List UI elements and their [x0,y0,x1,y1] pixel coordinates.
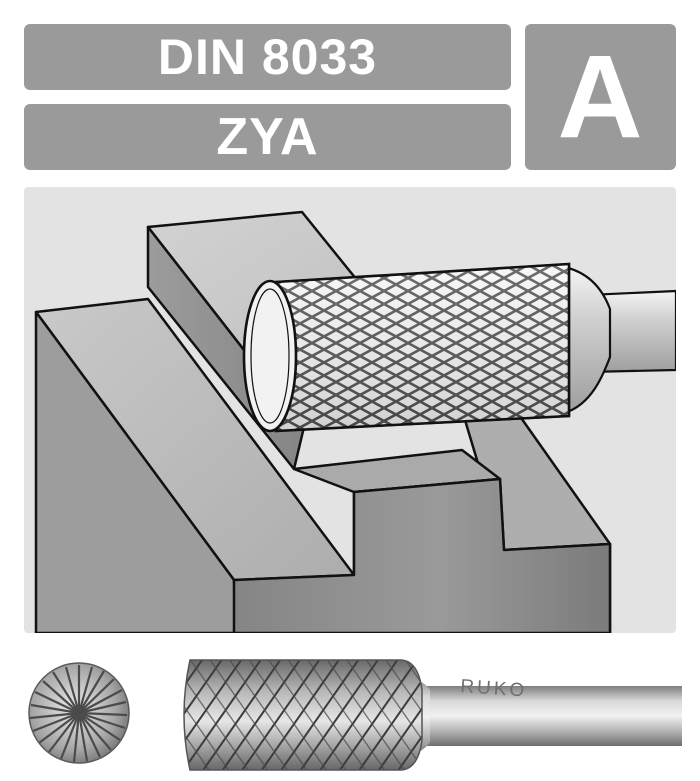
brand-engraving: RUKO [460,676,528,702]
burr-side-view-icon: RUKO [183,659,682,771]
standard-text: DIN 8033 [157,29,378,85]
shape-letter-text: A [557,31,644,163]
standard-label: DIN 8033 [24,24,511,90]
cylindrical-burr-cutting-step-icon [34,210,676,633]
shape-code-label: ZYA [24,104,511,170]
shape-code-text: ZYA [216,108,319,166]
burr-photo-row: RUKO [0,640,700,781]
burr-end-view-icon [28,662,130,764]
shape-letter-badge: A [525,24,676,170]
burr-application-illustration [24,187,676,633]
